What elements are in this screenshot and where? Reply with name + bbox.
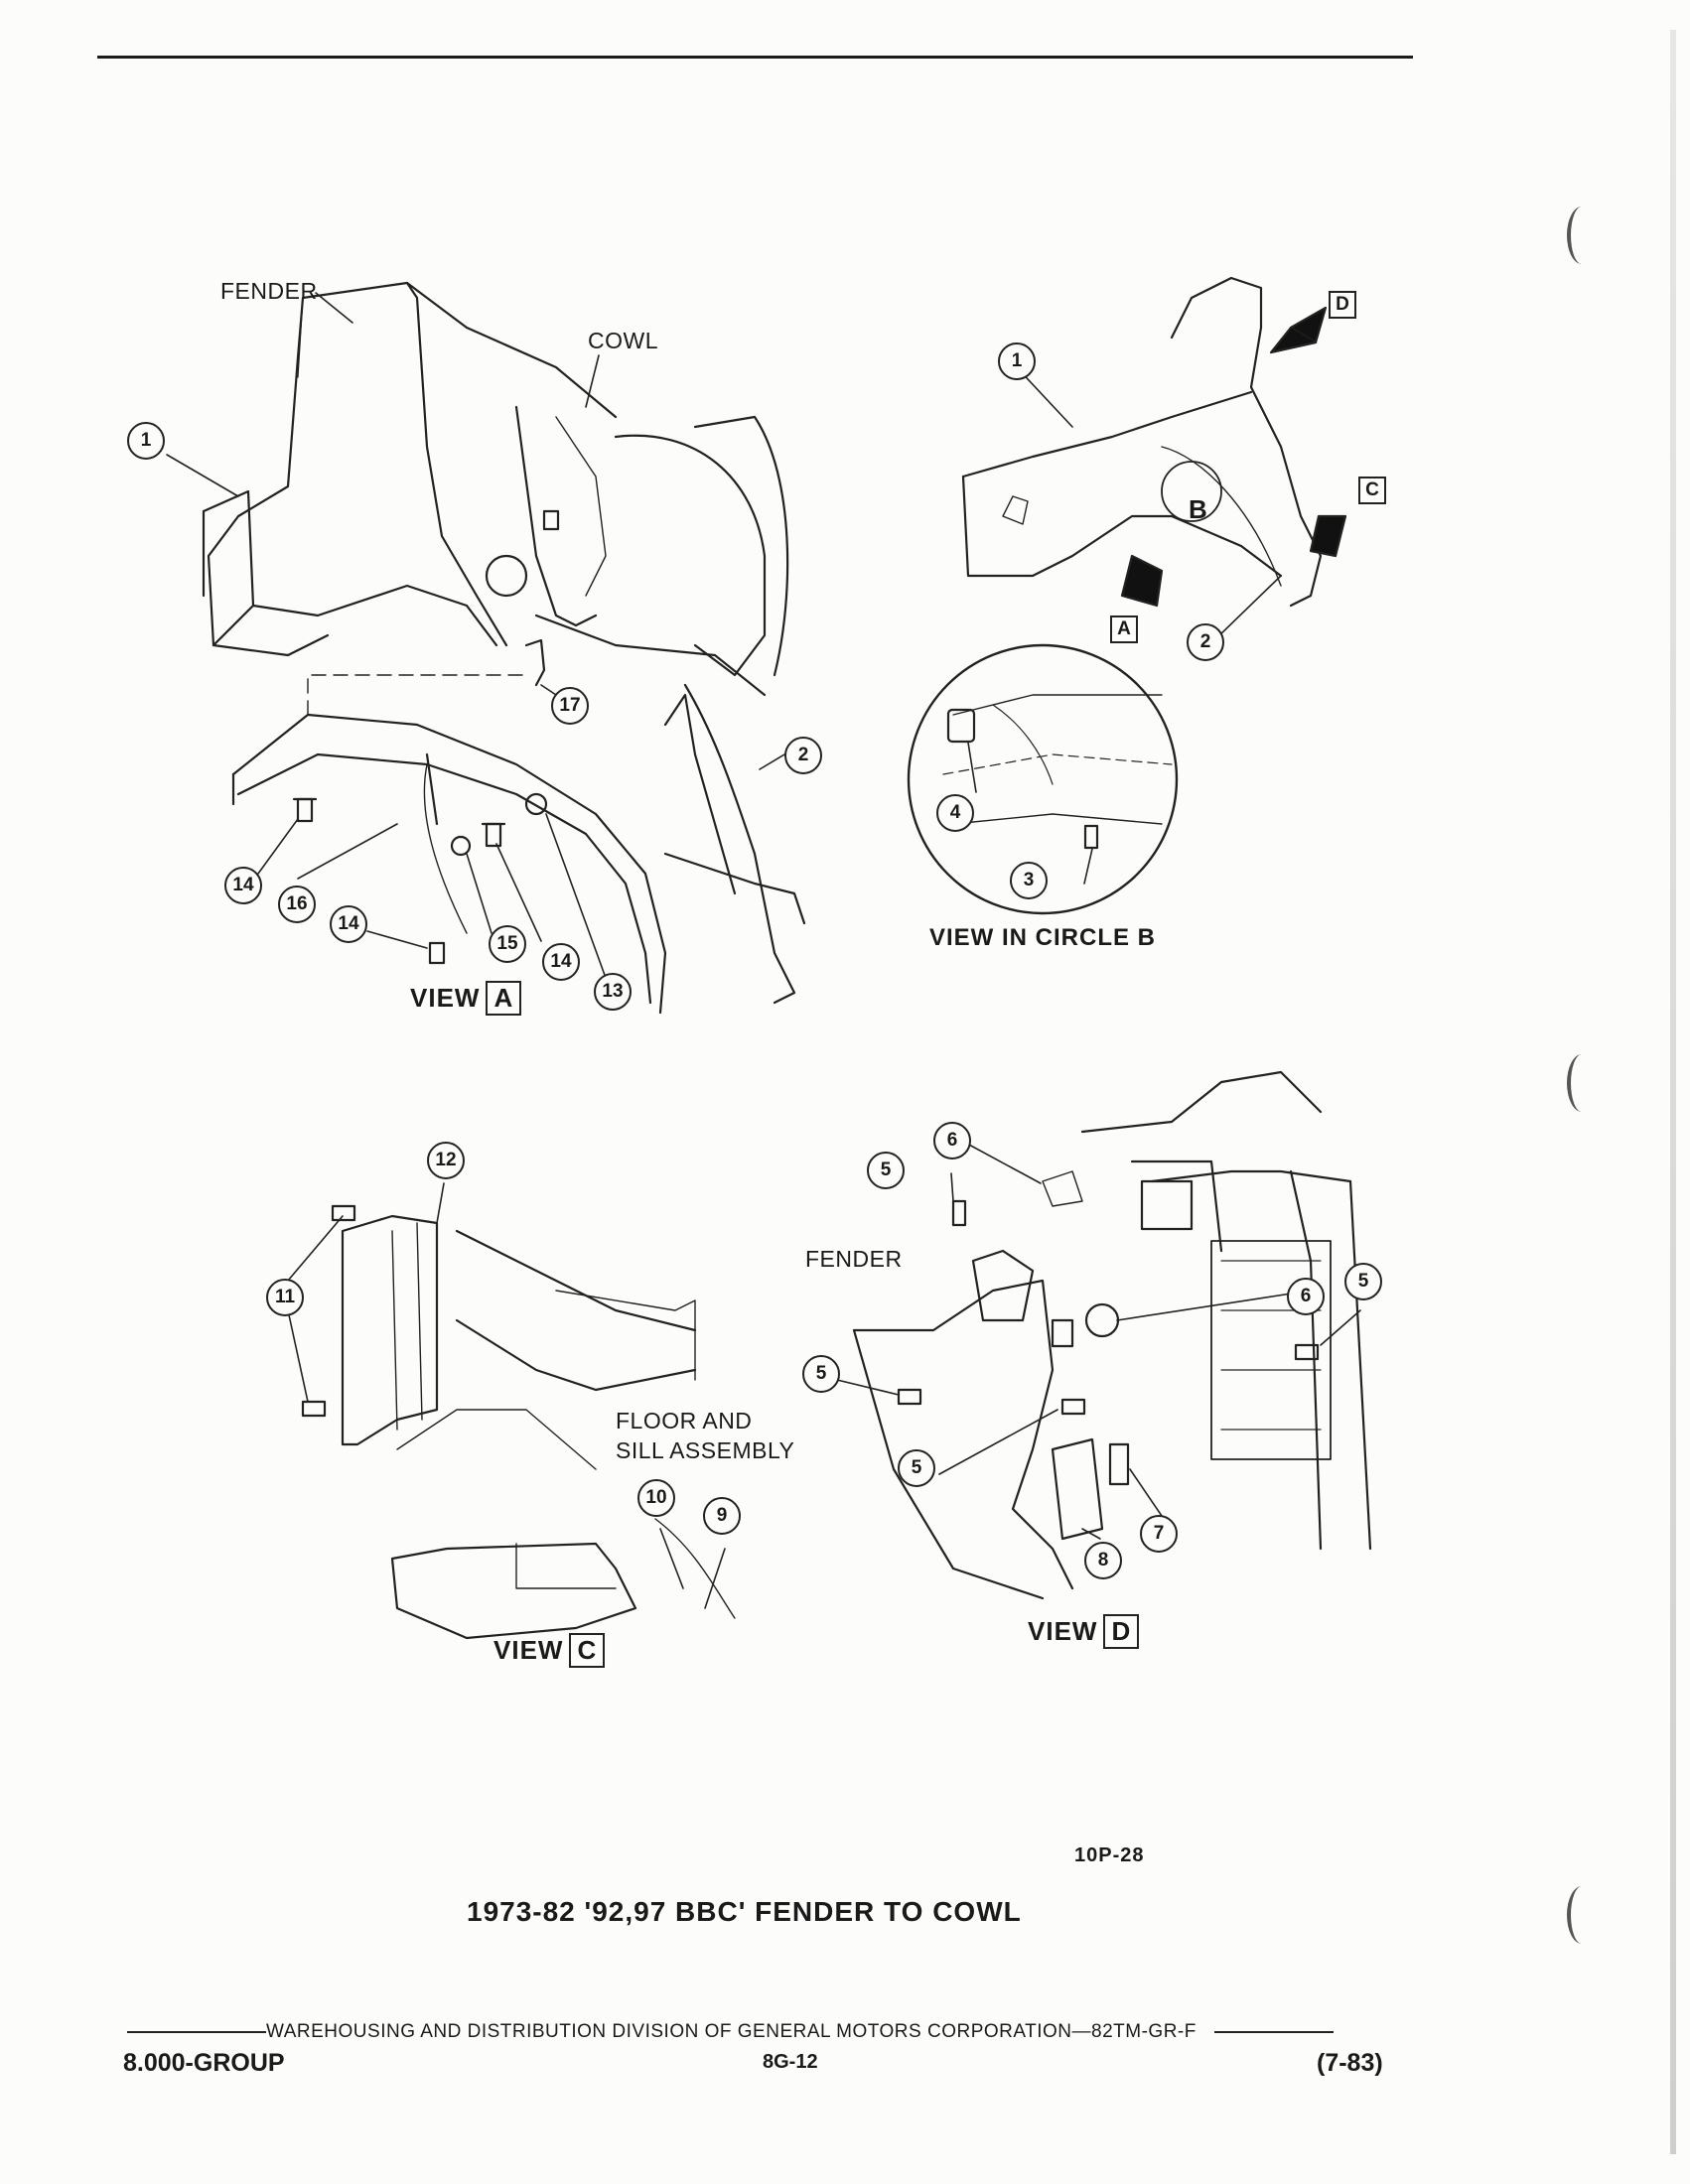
header-rule xyxy=(97,56,1413,59)
arrow-a-label: A xyxy=(1110,615,1138,643)
callout-5: 5 xyxy=(867,1152,905,1189)
circle-b-label: B xyxy=(1189,494,1208,524)
cowl-label: COWL xyxy=(588,328,658,353)
binder-hole xyxy=(1567,1886,1597,1944)
callout-7: 7 xyxy=(1140,1515,1178,1553)
view-in-circle-b-caption: VIEW IN CIRCLE B xyxy=(929,924,1157,951)
callout-13: 13 xyxy=(594,973,632,1011)
callout-5: 5 xyxy=(1344,1263,1382,1300)
callout-1: 1 xyxy=(998,342,1036,380)
footer-date: (7-83) xyxy=(1317,2049,1383,2077)
arrow-d-label: D xyxy=(1329,291,1356,319)
callout-2: 2 xyxy=(784,737,822,774)
callout-2: 2 xyxy=(1187,623,1224,661)
fender-label: FENDER xyxy=(805,1246,903,1272)
floor-and-label: FLOOR AND xyxy=(616,1408,753,1433)
callout-14: 14 xyxy=(224,867,262,904)
footer-publisher-line: WAREHOUSING AND DISTRIBUTION DIVISION OF… xyxy=(127,2021,1334,2043)
callout-5: 5 xyxy=(802,1355,840,1393)
callout-3: 3 xyxy=(1010,862,1048,899)
view-b-drawing xyxy=(907,276,1347,915)
callout-11: 11 xyxy=(266,1279,304,1316)
binder-hole xyxy=(1567,206,1597,264)
callout-4: 4 xyxy=(936,794,974,832)
page-edge-shadow xyxy=(1670,30,1676,2154)
view-d-drawing xyxy=(852,1070,1372,1600)
arrow-c-label: C xyxy=(1358,477,1386,504)
figure-number: 10P-28 xyxy=(1074,1844,1145,1866)
callout-16: 16 xyxy=(278,886,316,923)
callout-1: 1 xyxy=(127,422,165,460)
footer-group: 8.000-GROUP xyxy=(123,2049,285,2077)
view-c-drawing xyxy=(301,1204,736,1640)
callout-9: 9 xyxy=(703,1497,741,1535)
view-a-drawing xyxy=(202,281,806,1015)
callout-10: 10 xyxy=(637,1479,675,1517)
fender-label: FENDER xyxy=(220,278,318,304)
callout-6: 6 xyxy=(1287,1278,1325,1315)
callout-17: 17 xyxy=(551,687,589,725)
callout-6: 6 xyxy=(933,1122,971,1160)
callout-leaders xyxy=(166,292,1361,1609)
callout-15: 15 xyxy=(489,925,526,963)
callout-14: 14 xyxy=(330,905,367,943)
callout-5: 5 xyxy=(898,1449,935,1487)
callout-14: 14 xyxy=(542,943,580,981)
sill-assembly-label: SILL ASSEMBLY xyxy=(616,1437,795,1463)
callout-8: 8 xyxy=(1084,1542,1122,1579)
binder-hole xyxy=(1567,1054,1597,1112)
footer-page-number: 8G-12 xyxy=(763,2051,818,2073)
figure-caption: 1973-82 '92,97 BBC' FENDER TO COWL xyxy=(467,1896,1022,1927)
callout-12: 12 xyxy=(427,1142,465,1179)
